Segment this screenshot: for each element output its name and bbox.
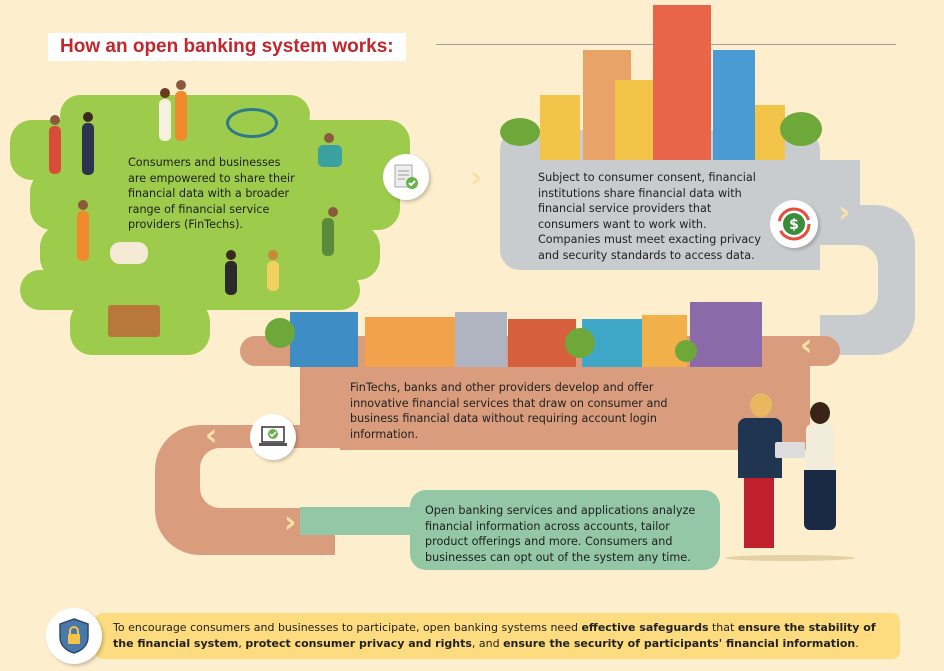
note-bold: protect consumer privacy and rights: [245, 637, 472, 650]
arrow-chevron-icon: ›: [284, 505, 297, 540]
laptop-check-icon: [250, 414, 296, 460]
arrow-chevron-icon: ›: [470, 160, 483, 195]
step-4-text: Open banking services and applications a…: [425, 504, 696, 564]
dollar-exchange-icon: $: [770, 200, 818, 248]
step-3-text: FinTechs, banks and other providers deve…: [350, 381, 668, 441]
svg-text:$: $: [789, 217, 799, 233]
note-text: To encourage consumers and businesses to…: [113, 621, 582, 634]
note-text: , and: [471, 637, 504, 650]
note-bold: effective safeguards: [581, 621, 709, 634]
arrow-chevron-icon: ›: [205, 418, 218, 453]
arrow-chevron-icon: ›: [800, 328, 813, 363]
arrow-chevron-icon: ›: [838, 195, 851, 230]
dog-illustration: [110, 242, 148, 264]
note-text: that: [708, 621, 738, 634]
step-2-text: Subject to consumer consent, financial i…: [538, 171, 761, 262]
people-tablet-illustration: [720, 390, 860, 565]
page-title: How an open banking system works:: [48, 33, 406, 61]
document-check-icon: [383, 154, 429, 200]
note-text: .: [855, 637, 859, 650]
note-bold: ensure the stability of the financial sy…: [113, 621, 876, 650]
note-text: ,: [238, 637, 246, 650]
shield-lock-icon: [46, 608, 102, 664]
cyclist-illustration: [226, 108, 278, 138]
safeguards-note: To encourage consumers and businesses to…: [95, 613, 900, 659]
note-bold: ensure the security of participants' fin…: [503, 637, 856, 650]
step-1-text: Consumers and businesses are empowered t…: [128, 156, 295, 231]
bench-illustration: [108, 305, 160, 337]
